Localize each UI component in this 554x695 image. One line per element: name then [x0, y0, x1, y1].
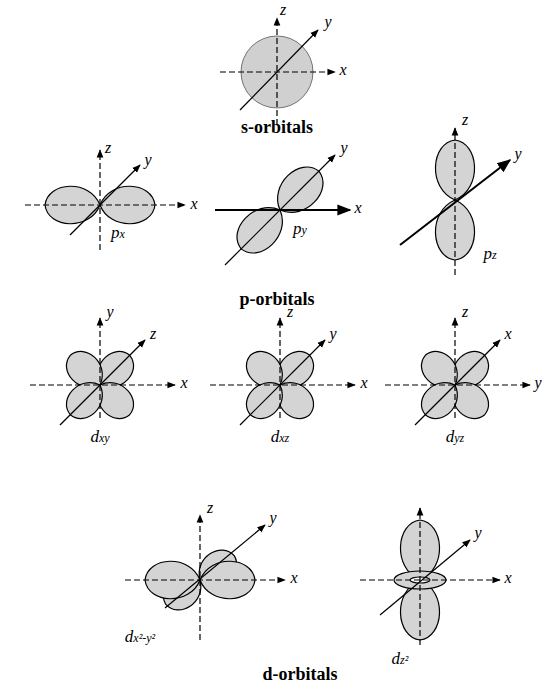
orbital-label: px — [111, 224, 125, 242]
axis-label: y — [144, 152, 151, 169]
orbital-label: dz² — [392, 650, 409, 668]
dz2-orbital — [360, 508, 500, 645]
x-axis — [125, 579, 285, 580]
py-orbital — [215, 155, 350, 265]
z-axis — [60, 340, 145, 425]
y-axis — [99, 318, 100, 418]
axis-label: x — [190, 196, 197, 213]
axis-label: z — [105, 140, 111, 157]
dx2y2-orbital — [125, 515, 285, 640]
axis-label: y — [474, 525, 481, 542]
x-axis — [30, 384, 175, 385]
y-axis — [385, 384, 530, 385]
axis-label: x — [339, 62, 346, 79]
section-caption: d-orbitals — [262, 665, 337, 684]
section-caption: s-orbitals — [241, 118, 313, 137]
axis-label: y — [106, 304, 113, 321]
s-orbital — [220, 18, 335, 125]
axis-label: x — [354, 200, 361, 217]
axis-label: y — [329, 326, 336, 343]
x-axis — [360, 579, 500, 580]
axis-label: x — [504, 570, 511, 587]
x-axis — [25, 204, 185, 205]
orbital-label: py — [293, 220, 307, 238]
y-axis — [225, 155, 335, 265]
y-axis — [240, 340, 325, 425]
y-axis — [400, 160, 510, 245]
y-axis — [70, 165, 140, 235]
x-axis — [215, 209, 350, 211]
axis-label: x — [290, 570, 297, 587]
axis-label: x — [360, 375, 367, 392]
axis-label: y — [514, 146, 521, 163]
orbital-label: dx²-y² — [125, 628, 155, 646]
axis-label: y — [269, 510, 276, 527]
z-axis — [419, 508, 420, 645]
dxy-orbital — [30, 318, 175, 426]
axis-label: z — [150, 326, 156, 343]
axis-label: y — [534, 375, 541, 392]
axis-label: z — [462, 304, 468, 321]
dxz-orbital — [210, 318, 355, 426]
axis-label: z — [207, 500, 213, 517]
x-axis — [210, 384, 355, 385]
dyz-orbital — [385, 318, 530, 426]
z-axis — [99, 150, 100, 250]
axis-label: y — [324, 14, 331, 31]
y-axis — [380, 540, 470, 615]
orbital-label: dxy — [90, 428, 109, 446]
z-axis — [279, 318, 280, 418]
orbital-label: dyz — [446, 428, 465, 446]
z-axis — [454, 318, 455, 418]
axis-label: x — [180, 375, 187, 392]
px-orbital — [25, 150, 185, 250]
axis-label: x — [504, 326, 511, 343]
axis-label: z — [462, 112, 468, 129]
y-axis — [165, 525, 265, 608]
x-axis — [415, 340, 500, 425]
orbital-label: pz — [483, 245, 496, 263]
z-axis — [199, 515, 200, 640]
axis-label: y — [340, 140, 347, 157]
y-axis — [240, 30, 318, 110]
axis-label: z — [287, 304, 293, 321]
orbital-label: dxz — [271, 428, 290, 446]
pz-orbital — [400, 128, 510, 275]
section-caption: p-orbitals — [239, 290, 314, 309]
axis-label: z — [280, 2, 286, 19]
